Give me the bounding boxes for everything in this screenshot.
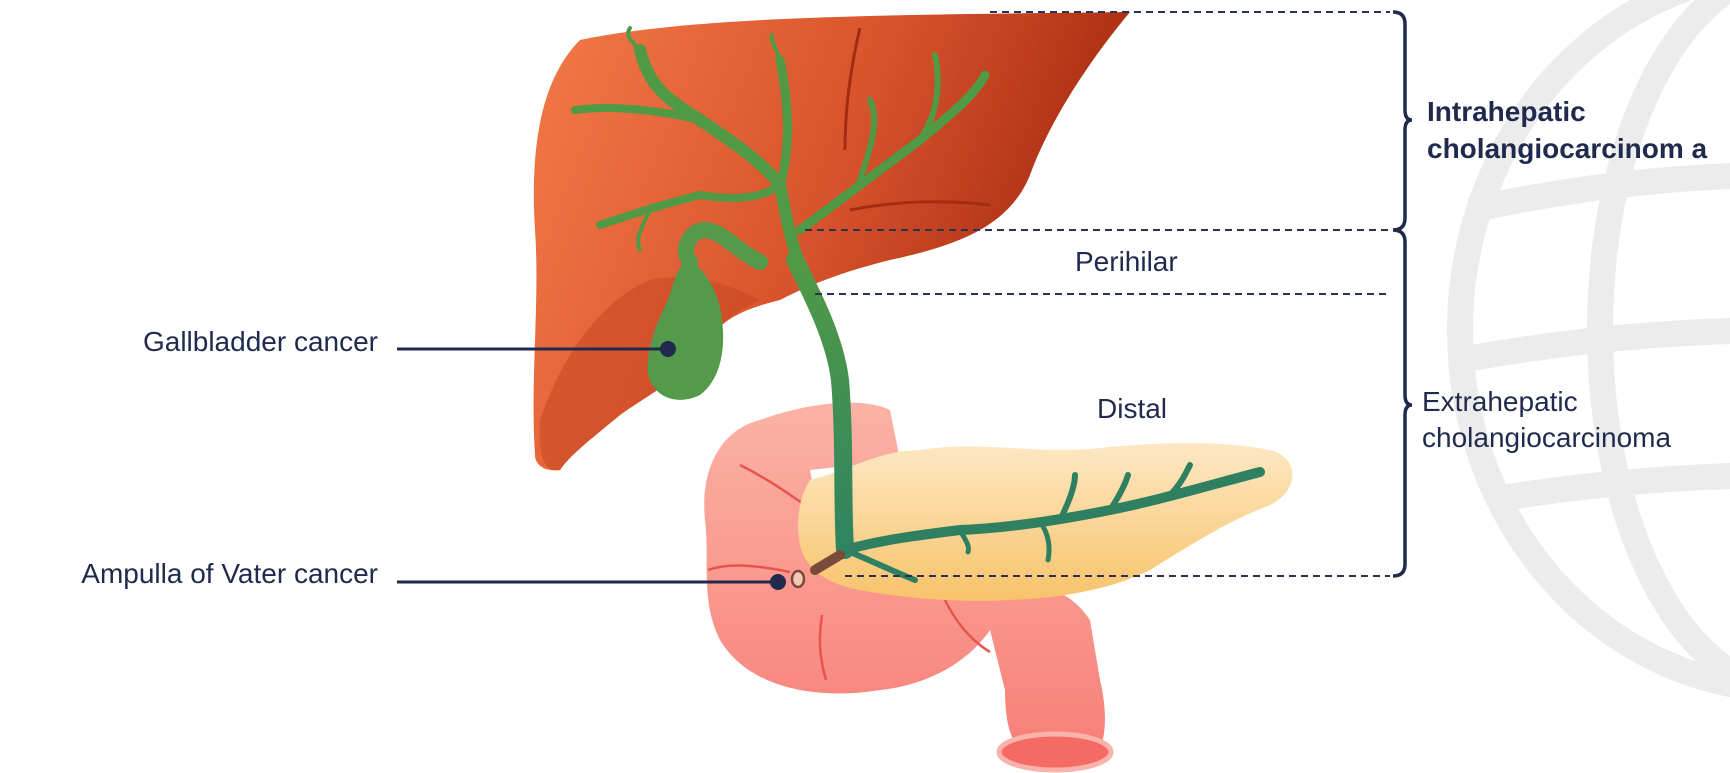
liver <box>534 12 1130 470</box>
extrahepatic-bracket <box>1393 230 1412 576</box>
gallbladder-cancer-label: Gallbladder cancer <box>143 324 378 359</box>
distal-label: Distal <box>1097 391 1167 426</box>
extrahepatic-cholangiocarcinoma-label: Extrahepatic cholangiocarcinoma <box>1422 384 1722 457</box>
ampulla-marker-dot <box>770 574 786 590</box>
intrahepatic-bracket <box>1393 12 1412 230</box>
duodenum-opening <box>999 734 1111 770</box>
gallbladder-marker-dot <box>660 341 676 357</box>
perihilar-label: Perihilar <box>1075 244 1178 279</box>
intrahepatic-cholangiocarcinoma-label: Intrahepatic cholangiocarcinom a <box>1427 94 1717 168</box>
ampulla-of-vater-cancer-label: Ampulla of Vater cancer <box>81 556 378 591</box>
